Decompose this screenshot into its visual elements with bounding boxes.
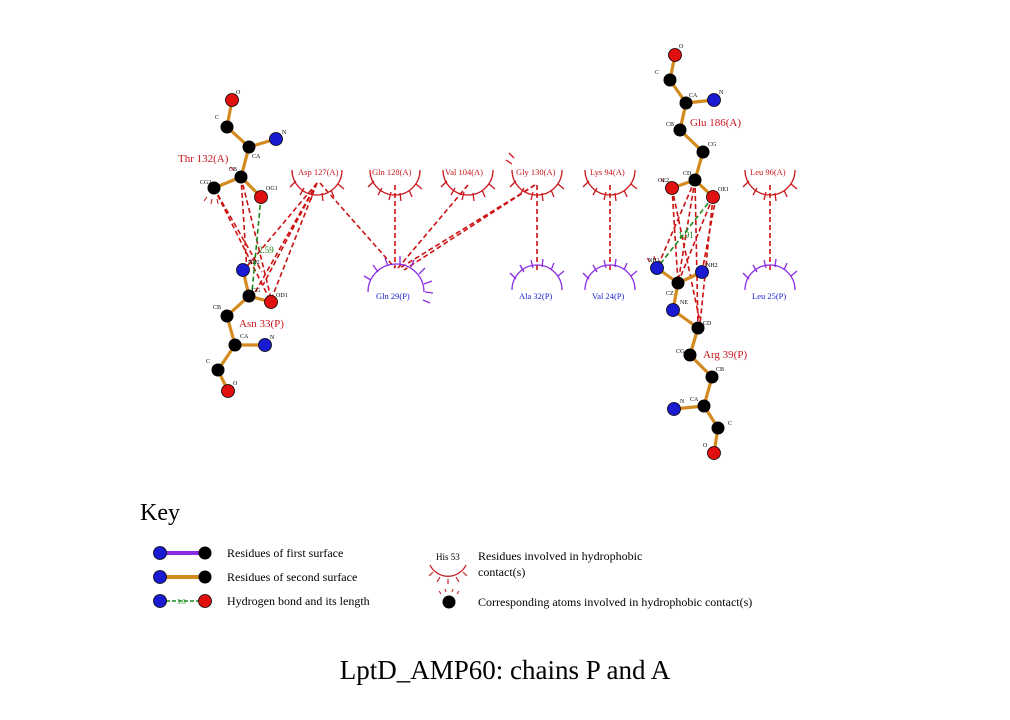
glu186-atom-cg-label: CG: [708, 142, 717, 148]
hydrophobic-label-leu96: Leu 96(A): [750, 167, 786, 177]
asn33-atom-cb-label: CB: [213, 305, 221, 311]
asn33-atom-o-label: O: [233, 381, 238, 387]
hydrophobic-label-leu25: Leu 25(P): [752, 291, 786, 301]
hydrophobic-arcs-P: [363, 256, 798, 304]
hydrophobic-arcs-A: [289, 152, 798, 202]
glu186-atom-ca-label: CA: [689, 93, 698, 99]
asn33-atom-cg-label: CG: [252, 288, 261, 294]
thr132-atom-n-label: N: [282, 130, 287, 136]
glu186-atom-oe2-label: OE2: [658, 178, 669, 184]
residue-label-thr132: Thr 132(A): [178, 153, 229, 165]
key-second-surface-label: Residues of second surface: [227, 570, 357, 584]
arg39-atom-cb-label: CB: [716, 367, 724, 373]
arg39-atom-ca-label: CA: [690, 397, 699, 403]
key-heading: Key: [140, 500, 180, 526]
arg39-atom-nh1-label: NH1: [648, 258, 660, 264]
key-legend: Residues of first surface Residues of se…: [153, 546, 752, 609]
hydrophobic-label-gln128: Gln 128(A): [372, 167, 412, 177]
hydrophobic-label-gly130: Gly 130(A): [516, 167, 556, 177]
key-hbond-label: Hydrogen bond and its length: [227, 594, 370, 608]
hydrophobic-label-gln29: Gln 29(P): [376, 291, 410, 301]
asn33-atom-od1-label: OD1: [276, 293, 288, 299]
hydrophobic-label-ala32: Ala 32(P): [519, 291, 552, 301]
asn33-atom-c-label: C: [206, 359, 210, 365]
contact-atom-ticks: [203, 166, 665, 263]
thr132-atom-cg2-label: CG2: [200, 180, 211, 186]
hydrogen-bonds: [251, 196, 714, 293]
thr132-atom-o-label: O: [236, 90, 241, 96]
key-hydrophobic-residues-label-line1: Residues involved in hydrophobic: [478, 549, 642, 563]
key-hydrophobic-atoms-label: Corresponding atoms involved in hydropho…: [478, 595, 752, 609]
arg39-atom-cz-label: CZ: [666, 291, 674, 297]
diagram-title: LptD_AMP60: chains P and A: [339, 655, 671, 685]
glu186-atom-n-label: N: [719, 90, 724, 96]
key-hydrophobic-residues-label-line2: contact(s): [478, 565, 525, 579]
arg39-atom-cd-label: CD: [703, 321, 712, 327]
glu186-atom-o-label: O: [679, 44, 684, 50]
glu186-atom-oe1-label: OE1: [718, 187, 729, 193]
thr132-atom-c-label: C: [215, 115, 219, 121]
asn33-atoms: [211, 263, 278, 398]
glu186-atom-cb-label: CB: [666, 122, 674, 128]
arg39-atom-o-label: O: [703, 443, 708, 449]
arg39-atom-nh2-label: NH2: [706, 263, 718, 269]
hydrophobic-label-asp127: Asp 127(A): [298, 167, 339, 177]
thr132-atom-og1-label: OG1: [266, 186, 278, 192]
hbond-length-1: 2.59: [258, 245, 274, 255]
arg39-atoms: [650, 261, 725, 460]
hydrophobic-label-lys94: Lys 94(A): [590, 167, 625, 177]
hydrophobic-label-val24: Val 24(P): [592, 291, 625, 301]
residue-label-asn33: Asn 33(P): [239, 318, 284, 330]
asn33-atom-ca-label: CA: [240, 334, 249, 340]
glu186-atom-c-label: C: [655, 70, 659, 76]
asn33-bonds: [216, 269, 272, 392]
asn33-atom-nd2-label: ND2: [248, 260, 260, 266]
key-hydrophobic-example-residue: His 53: [436, 552, 460, 562]
arg39-atom-n-label: N: [680, 399, 685, 405]
thr132-atoms: [207, 93, 283, 204]
key-hbond-example-length: 3.0: [177, 598, 186, 606]
hydrophobic-label-val104: Val 104(A): [445, 167, 483, 177]
glu186-atom-cd-label: CD: [683, 171, 692, 177]
arg39-atom-ne-label: NE: [680, 300, 688, 306]
thr132-atom-cb-label: CB: [229, 167, 237, 173]
key-first-surface-label: Residues of first surface: [227, 546, 343, 560]
thr132-atom-ca-label: CA: [252, 154, 261, 160]
hbond-length-2: 1.91: [678, 230, 694, 240]
residue-label-arg39: Arg 39(P): [703, 349, 747, 361]
glu186-atoms: [663, 48, 721, 204]
arg39-atom-c-label: C: [728, 421, 732, 427]
hydrophobic-contact-lines: [213, 176, 771, 329]
asn33-atom-n-label: N: [270, 335, 275, 341]
arg39-atom-cg-label: CG: [676, 349, 685, 355]
residue-label-glu186: Glu 186(A): [690, 117, 741, 129]
